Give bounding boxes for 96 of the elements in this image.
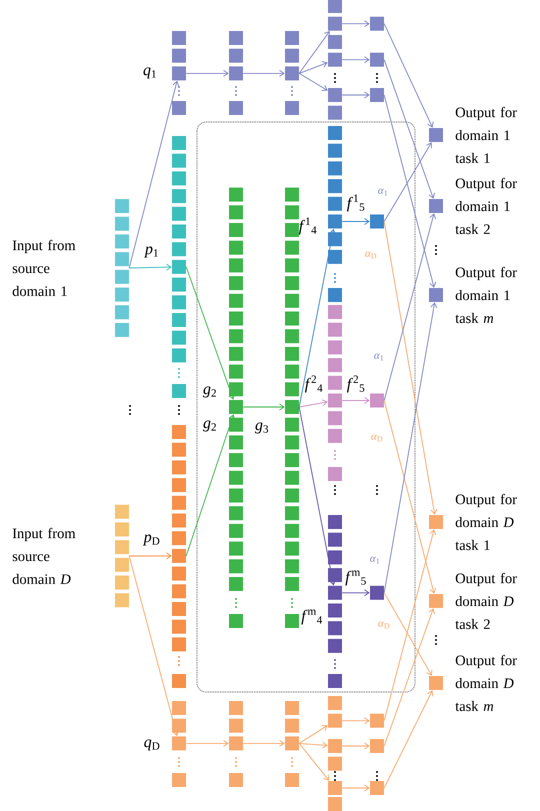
arrow: [128, 552, 172, 560]
neuron-square: [172, 548, 186, 563]
arrow: [298, 742, 330, 781]
arrow: [342, 92, 370, 98]
arrow: [186, 414, 236, 556]
edge-label: α$_{D}$: [365, 252, 376, 258]
neuron-square: [328, 739, 342, 753]
arrow: [186, 266, 235, 400]
arrow: [384, 142, 432, 222]
neuron-square: [328, 586, 342, 600]
neuron-square: [370, 739, 384, 753]
arrow: [342, 784, 370, 792]
arrow: [342, 717, 370, 724]
arrow: [384, 529, 436, 722]
arrow: [298, 406, 336, 586]
edge-label: q$_{D}$: [144, 740, 160, 750]
arrow: [128, 264, 172, 271]
neuron-square: [328, 781, 342, 795]
output-label: Output for domain 1 task 1: [455, 106, 517, 164]
arrow: [384, 221, 438, 515]
neuron-square: [285, 736, 299, 750]
arrow: [298, 725, 328, 744]
arrow: [342, 20, 370, 28]
edge-label: α$_{D}$: [378, 622, 390, 628]
neuron-square: [370, 214, 384, 228]
neuron-square: [370, 714, 384, 728]
neuron-square: [370, 781, 384, 795]
neuron-square: [229, 736, 243, 750]
arrow: [298, 742, 328, 749]
neuron-square: [172, 260, 186, 274]
neuron-square: [370, 586, 384, 600]
neuron-square: [370, 88, 384, 102]
output-label: Output for domain 1 task m: [455, 266, 517, 324]
edge-label: g$_{2}$: [202, 420, 216, 432]
neuron-square: [328, 214, 342, 228]
arrow: [342, 589, 370, 596]
arrow: [242, 70, 285, 77]
arrow: [342, 218, 370, 225]
edge-label: f$^{1}$4: [298, 218, 317, 234]
output-label: Output for domain D task 1: [455, 494, 517, 550]
arrow: [384, 400, 436, 594]
output-label: Output for domain D task 2: [455, 572, 517, 630]
input-label: Input from source domain D: [12, 528, 76, 584]
arrow: [384, 608, 435, 746]
arrow: [298, 30, 330, 74]
arrow: [298, 228, 336, 408]
edge-label: α$_{1}$: [370, 556, 380, 564]
arrow: [384, 213, 436, 401]
neuron-square: [229, 400, 243, 414]
edge-label: f$^{2}$4: [304, 376, 323, 393]
arrow: [384, 59, 435, 199]
arrow: [384, 23, 434, 128]
arrow: [384, 690, 434, 788]
arrow: [186, 740, 229, 747]
edge-label: α$_{D}$: [371, 434, 382, 442]
edge-label: f$^{2}$5: [346, 376, 364, 393]
arrow: [298, 399, 328, 408]
neuron-square: [172, 66, 186, 80]
edge-label: f$^{m}$4: [301, 610, 322, 624]
neuron-square: [370, 394, 384, 408]
output-label: Output for domain D task m: [455, 654, 517, 712]
arrow: [342, 397, 370, 404]
neuron-square: [285, 66, 299, 80]
arrow: [298, 61, 328, 74]
arrow: [242, 740, 285, 747]
neuron-square: [370, 16, 384, 31]
edge-label: g$_{2}$: [202, 386, 216, 398]
arrow: [342, 56, 370, 64]
arrow: [298, 72, 328, 91]
arrow: [128, 556, 180, 736]
edge-label: α$_{1}$: [378, 188, 388, 196]
edge-label: p$_{1}$: [144, 246, 158, 258]
neuron-square: [328, 394, 342, 408]
neuron-square: [328, 88, 342, 102]
edge-label: α$_{1}$: [374, 354, 384, 360]
arrow: [128, 80, 180, 268]
neuron-square: [370, 52, 384, 67]
arrow: [384, 94, 436, 288]
arrow: [384, 302, 438, 594]
edge-label: g$_{3}$: [254, 422, 268, 434]
arrow: [242, 404, 285, 410]
neuron-square: [285, 400, 299, 414]
input-label: Input from source domain 1: [12, 240, 76, 296]
neuron-square: [328, 16, 342, 31]
arrow: [186, 70, 229, 77]
edge-label: f$^{m}$5: [345, 570, 366, 586]
output-label: Output for domain 1 task 2: [455, 178, 517, 234]
arrow: [384, 592, 432, 676]
edge-label: p$_{D}$: [142, 534, 160, 546]
edge-label: q$_{1}$: [144, 68, 156, 78]
edge-label: f$^{1}$5: [346, 194, 364, 212]
neuron-square: [328, 714, 342, 728]
arrow: [342, 742, 370, 750]
neuron-square: [172, 736, 186, 750]
neuron-square: [229, 66, 243, 80]
neuron-square: [328, 52, 342, 67]
